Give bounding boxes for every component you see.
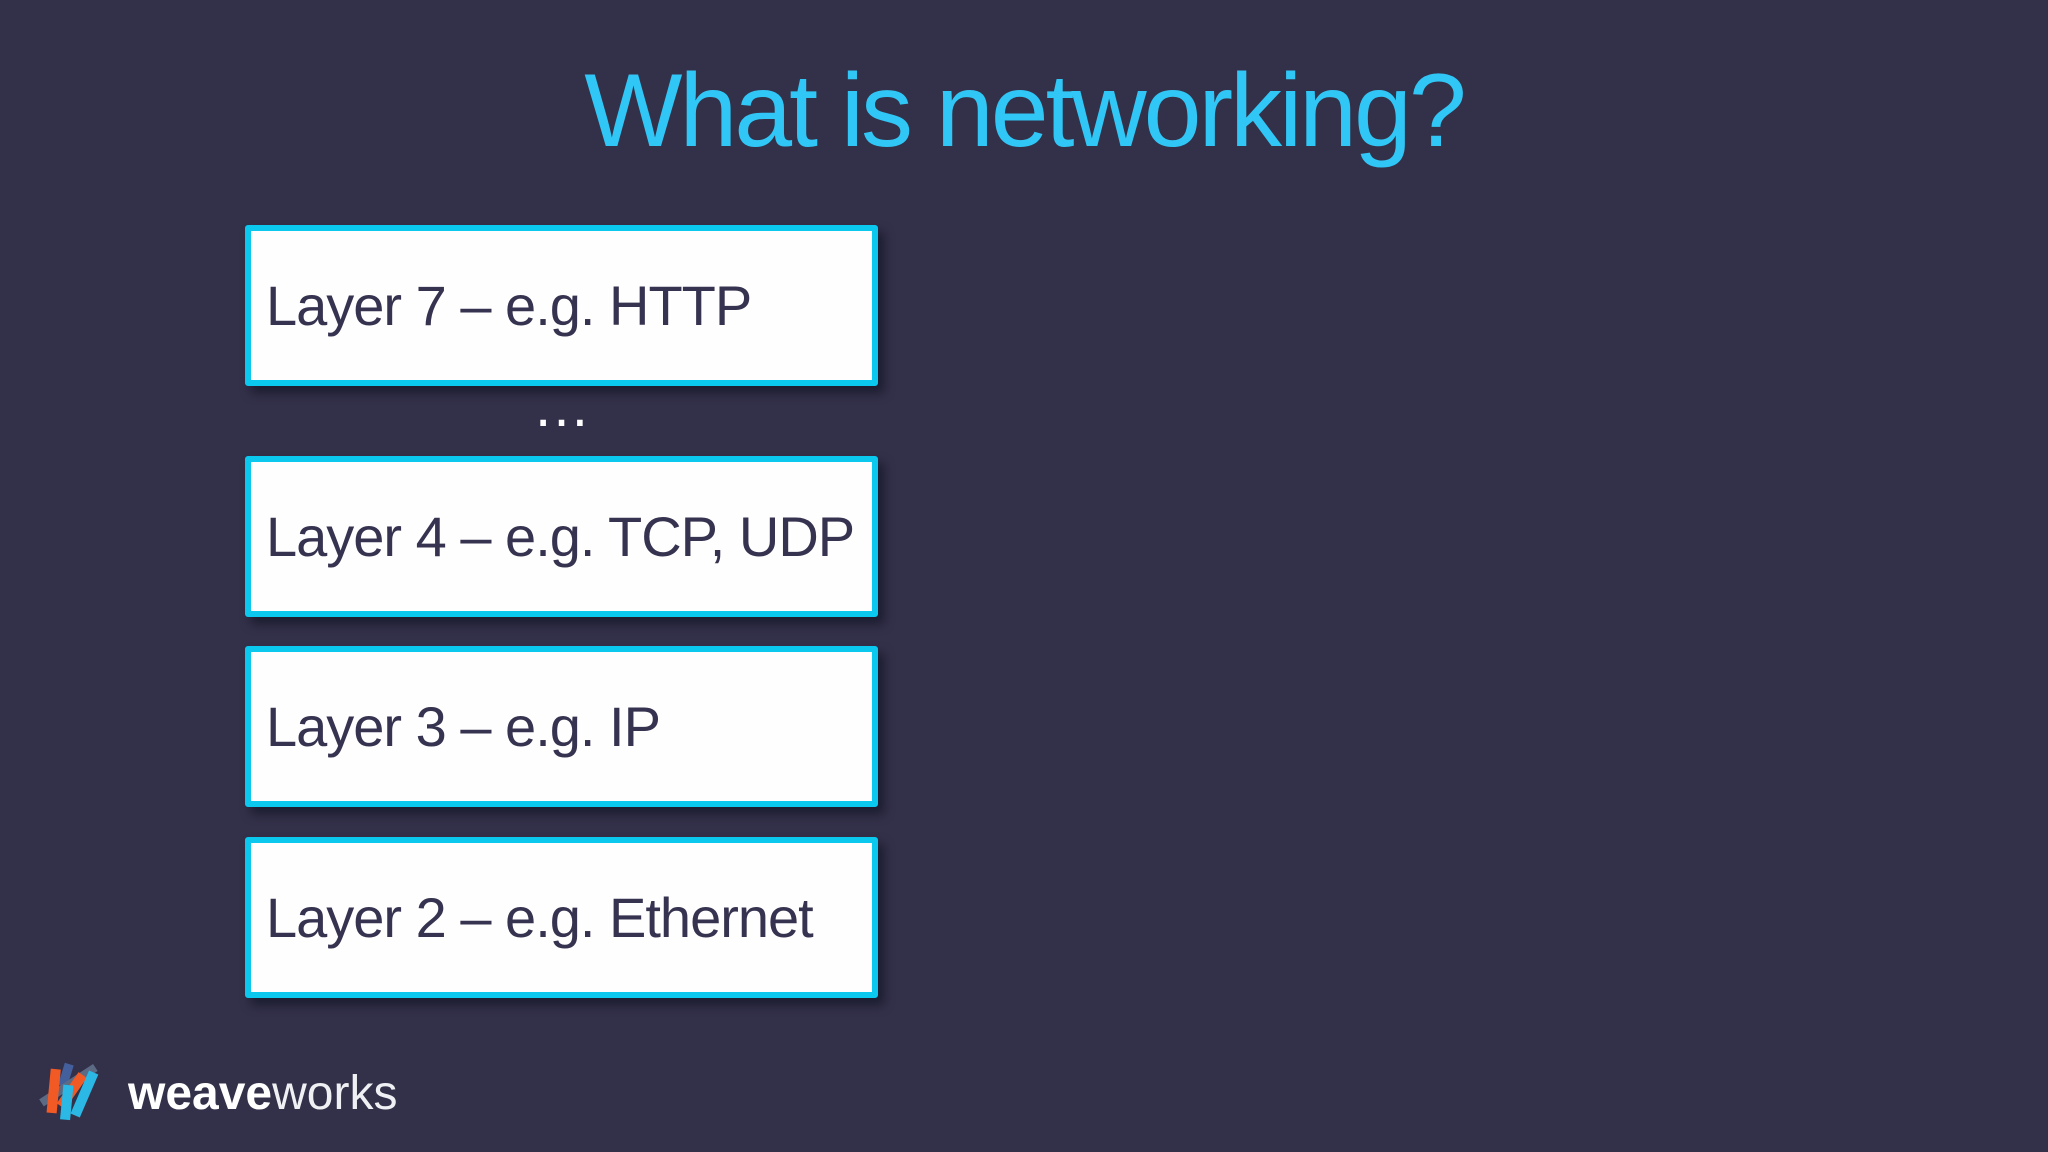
omitted-layers-ellipsis: … <box>532 374 591 439</box>
layer-3-box: Layer 3 – e.g. IP <box>245 646 878 807</box>
weaveworks-logo-icon <box>39 1062 99 1121</box>
layer-7-label: Layer 7 – e.g. HTTP <box>266 274 752 337</box>
network-layers-stack: Layer 7 – e.g. HTTP … Layer 4 – e.g. TCP… <box>245 225 878 1000</box>
layer-7-box: Layer 7 – e.g. HTTP <box>245 225 878 386</box>
footer-brand: weaveworks <box>38 1054 397 1134</box>
layer-2-box: Layer 2 – e.g. Ethernet <box>245 837 878 998</box>
brand-wordmark-weave: weave <box>128 1067 273 1120</box>
layer-3-label: Layer 3 – e.g. IP <box>266 695 661 758</box>
slide-title: What is networking? <box>584 53 1466 169</box>
layer-4-box: Layer 4 – e.g. TCP, UDP <box>245 456 878 617</box>
layer-4-label: Layer 4 – e.g. TCP, UDP <box>266 505 855 568</box>
layer-2-label: Layer 2 – e.g. Ethernet <box>266 886 814 949</box>
brand-wordmark-works: works <box>272 1067 398 1120</box>
brand-wordmark: weaveworks <box>128 1070 397 1118</box>
